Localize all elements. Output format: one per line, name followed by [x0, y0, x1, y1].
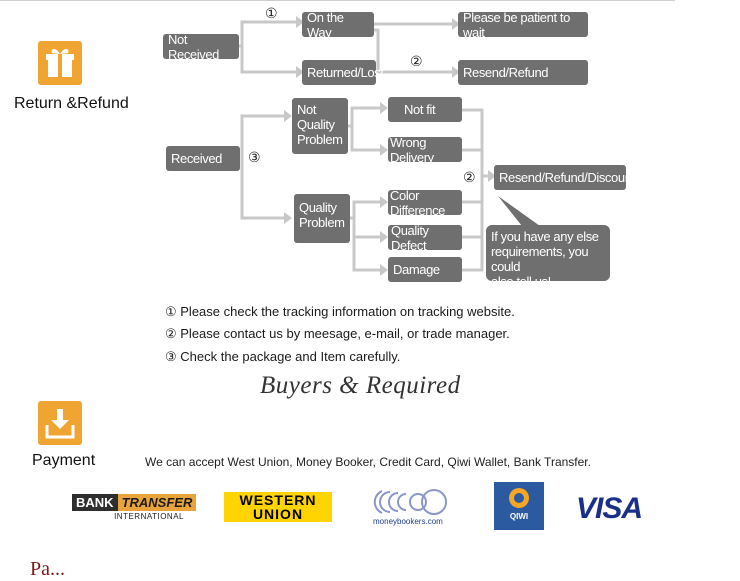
note-3: ③ Check the package and Item carefully.: [165, 349, 401, 364]
bank-transfer-logo: BANK TRANSFER INTERNATIONAL: [72, 494, 197, 522]
mark-3: ③: [248, 149, 261, 165]
mark-1: ①: [265, 5, 278, 21]
payment-methods-text: We can accept West Union, Money Booker, …: [145, 455, 591, 469]
transfer-logo-word: TRANSFER: [117, 494, 197, 511]
mark-2: ②: [410, 53, 423, 69]
western-word: WESTERN: [239, 492, 317, 508]
mark-2-right: ②: [463, 169, 476, 185]
damage-box: Damage: [388, 257, 462, 282]
received-box: Received: [166, 146, 240, 171]
qiwi-logo: QIWI: [494, 482, 544, 530]
not-received-box: Not Received: [163, 32, 239, 62]
color-difference-box: Color Difference: [388, 188, 462, 218]
gift-icon: [38, 41, 82, 85]
next-section-title-partial: Pa...: [30, 558, 65, 580]
download-tray-icon: [38, 401, 82, 445]
western-union-logo: WESTERN UNION: [224, 492, 332, 522]
payment-title: Payment: [32, 452, 96, 469]
returned-lost-box: Returned/Lost: [302, 60, 384, 85]
return-refund-title: Return &Refund: [14, 95, 129, 112]
wrong-delivery-box: Wrong Delivery: [388, 135, 462, 165]
moneybookers-word: moneybookers.com: [373, 517, 443, 526]
requirements-bubble: If you have any else requirements, you c…: [486, 225, 610, 289]
resend-refund-discount-box: Resend/Refund/Discount: [494, 165, 635, 190]
patient-box: Please be patient to wait: [458, 10, 588, 40]
moneybookers-rings-icon: [373, 489, 447, 515]
union-word: UNION: [252, 506, 304, 522]
international-logo-word: INTERNATIONAL: [114, 512, 184, 521]
note-1: ① Please check the tracking information …: [165, 304, 515, 319]
moneybookers-logo: moneybookers.com: [368, 485, 452, 529]
not-quality-problem-box: Not Quality Problem: [292, 98, 348, 154]
visa-logo: VISA: [576, 492, 643, 525]
signature-text: Buyers & Required: [260, 372, 461, 399]
quality-problem-box: Quality Problem: [294, 194, 350, 243]
note-2: ② Please contact us by meesage, e-mail, …: [165, 326, 510, 341]
bank-logo-word: BANK: [72, 494, 118, 511]
top-divider: [0, 0, 675, 1]
not-fit-box: Not fit: [388, 97, 462, 122]
qiwi-circle-icon: [509, 488, 529, 508]
qiwi-word: QIWI: [509, 512, 529, 521]
on-the-way-box: On the Way: [302, 10, 374, 40]
flow-connectors: [238, 16, 540, 276]
resend-refund-box: Resend/Refund: [458, 60, 588, 85]
quality-defect-box: Quality Defect: [388, 223, 462, 253]
